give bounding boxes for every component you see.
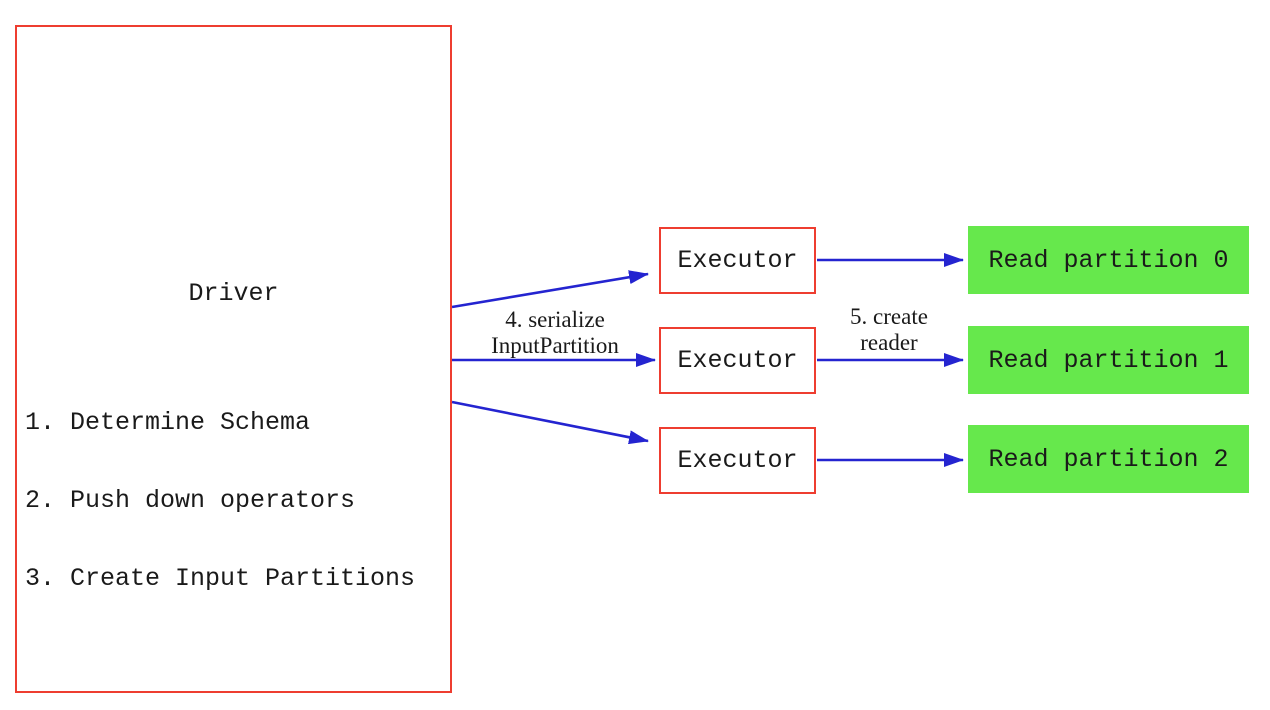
driver-title: Driver xyxy=(188,279,279,308)
driver-box: Driver 1. Determine Schema 2. Push down … xyxy=(15,25,452,693)
partition-label-2: Read partition 2 xyxy=(988,444,1229,474)
partition-box-0: Read partition 0 xyxy=(968,226,1249,294)
caption-reader-line2: reader xyxy=(860,330,918,355)
arrow-driver-to-executor-0 xyxy=(451,270,649,309)
partition-box-1: Read partition 1 xyxy=(968,326,1249,394)
executor-label-0: Executor xyxy=(677,246,798,275)
driver-step-1: 1. Determine Schema xyxy=(25,408,311,437)
arrow-driver-to-executor-2 xyxy=(451,400,649,445)
driver-step-2: 2. Push down operators xyxy=(25,486,356,515)
partition-label-0: Read partition 0 xyxy=(988,245,1229,275)
executor-box-0: Executor xyxy=(659,227,816,294)
executor-label-1: Executor xyxy=(677,346,798,375)
executor-box-2: Executor xyxy=(659,427,816,494)
partition-label-1: Read partition 1 xyxy=(988,345,1229,375)
caption-serialize-line2: InputPartition xyxy=(491,333,619,358)
caption-serialize-line1: 4. serialize xyxy=(505,307,605,332)
executor-label-2: Executor xyxy=(677,446,798,475)
caption-reader-line1: 5. create xyxy=(850,304,928,329)
caption-create-reader: 5. create reader xyxy=(779,304,999,356)
caption-serialize-inputpartition: 4. serialize InputPartition xyxy=(445,307,665,359)
partition-box-2: Read partition 2 xyxy=(968,425,1249,493)
driver-steps-list: 1. Determine Schema 2. Push down operato… xyxy=(25,358,415,644)
executor-box-1: Executor xyxy=(659,327,816,394)
driver-step-3: 3. Create Input Partitions xyxy=(25,564,416,593)
